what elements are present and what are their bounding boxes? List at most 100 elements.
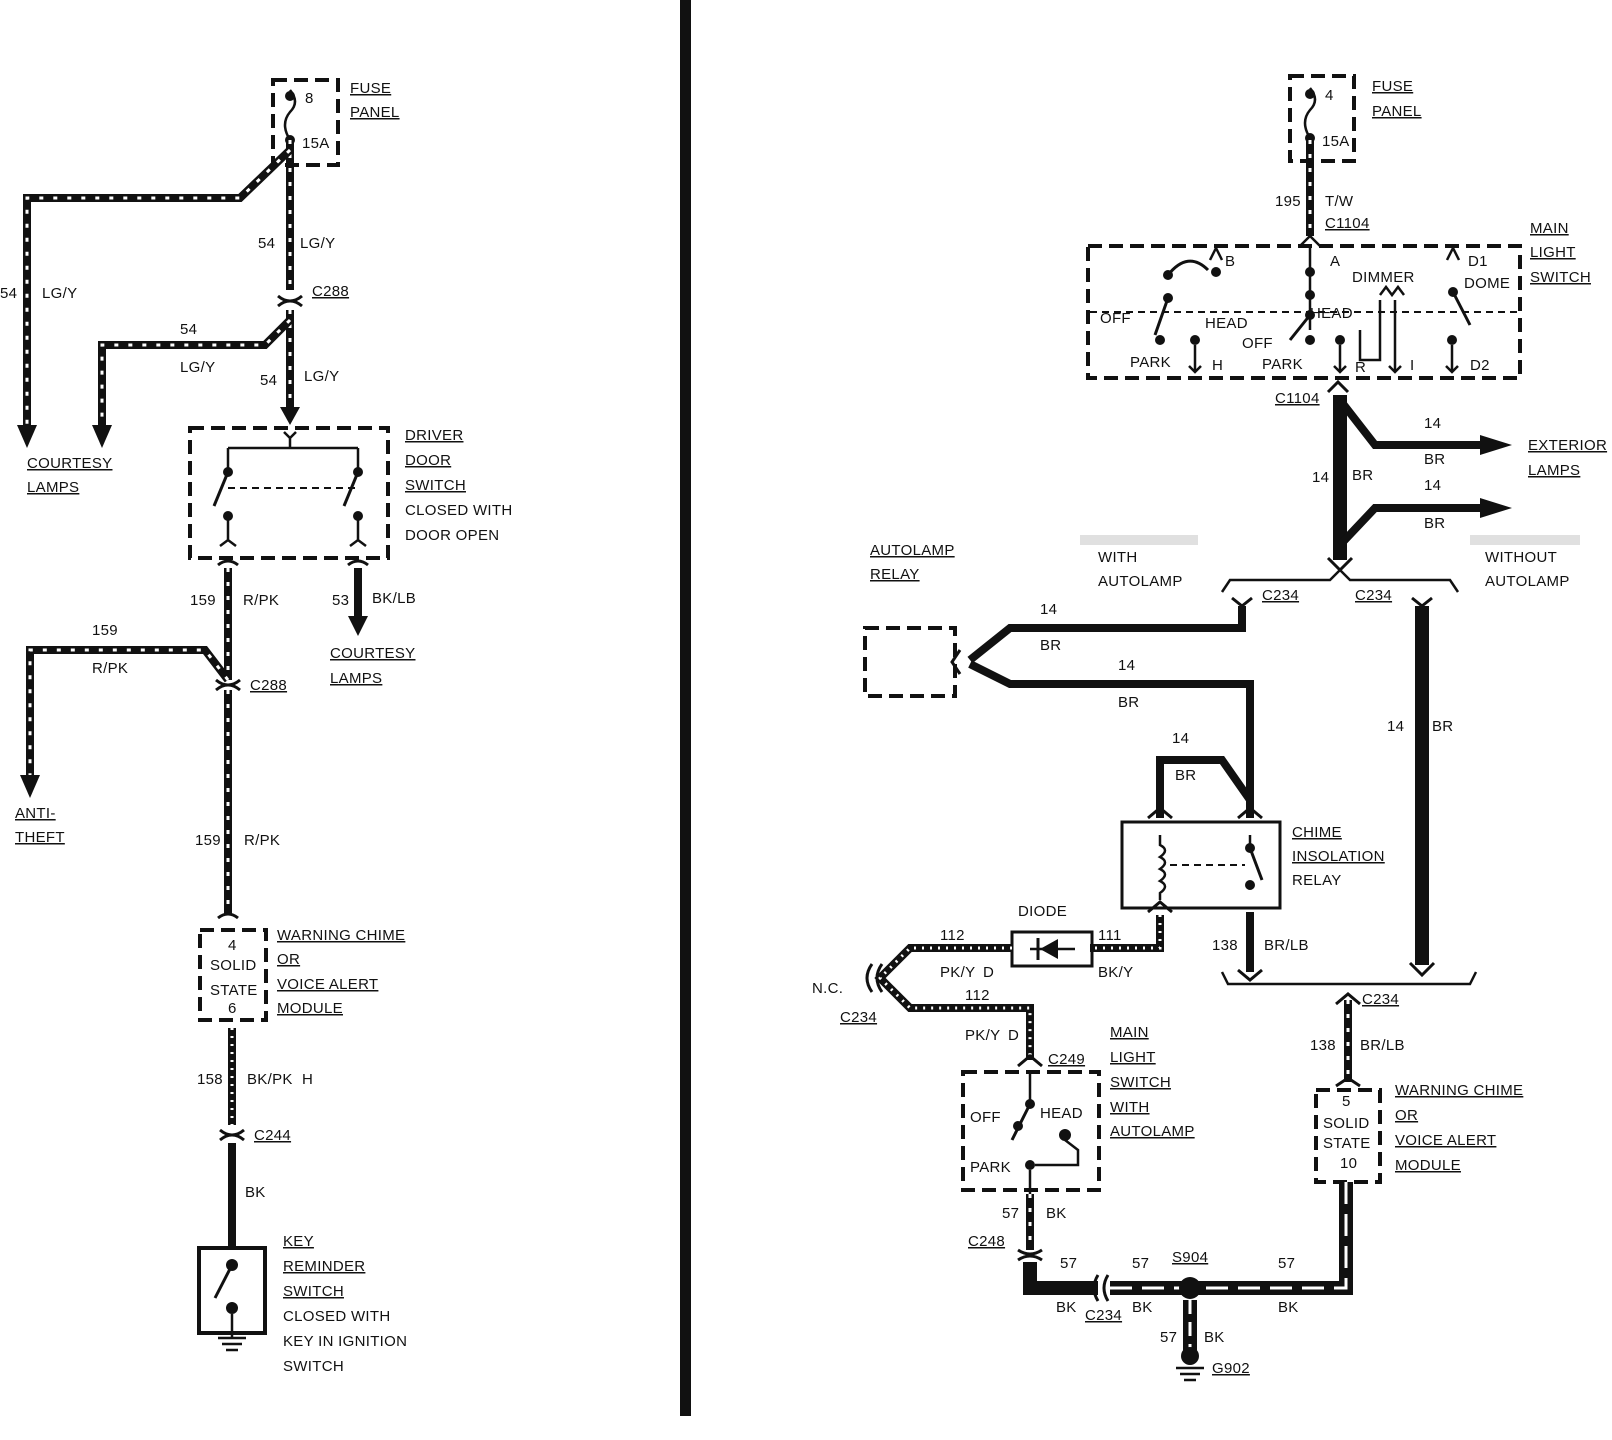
svg-text:DOME: DOME [1464, 275, 1510, 292]
svg-text:BK: BK [1278, 1299, 1299, 1316]
svg-text:SWITCH: SWITCH [283, 1283, 344, 1300]
connector-c244: C244 [219, 1127, 291, 1144]
svg-text:EXTERIOR: EXTERIOR [1528, 437, 1607, 454]
svg-text:15A: 15A [1322, 133, 1350, 150]
svg-text:COURTESY: COURTESY [330, 645, 415, 662]
svg-text:RELAY: RELAY [1292, 872, 1342, 889]
svg-text:BK/PK: BK/PK [247, 1071, 293, 1088]
svg-text:54: 54 [260, 372, 277, 389]
svg-text:DOOR: DOOR [405, 452, 451, 469]
svg-text:N.C.: N.C. [812, 980, 843, 997]
svg-text:HEAD: HEAD [1205, 315, 1248, 332]
svg-text:PK/Y: PK/Y [965, 1027, 1000, 1044]
svg-text:BK: BK [1204, 1329, 1225, 1346]
svg-text:158: 158 [197, 1071, 223, 1088]
connector-c288-top: C288 [277, 283, 349, 308]
svg-text:KEY: KEY [283, 1233, 314, 1250]
svg-text:SWITCH: SWITCH [1530, 269, 1591, 286]
svg-text:AUTOLAMP: AUTOLAMP [1098, 573, 1183, 590]
svg-text:WARNING CHIME: WARNING CHIME [277, 927, 405, 944]
svg-text:14: 14 [1172, 730, 1189, 747]
svg-text:LG/Y: LG/Y [180, 359, 215, 376]
svg-text:14: 14 [1118, 657, 1135, 674]
svg-text:PARK: PARK [1262, 356, 1303, 373]
svg-text:D2: D2 [1470, 357, 1490, 374]
svg-text:C1104: C1104 [1325, 215, 1370, 232]
svg-text:CLOSED WITH: CLOSED WITH [283, 1308, 390, 1325]
svg-text:C234: C234 [1262, 587, 1299, 604]
svg-text:OR: OR [1395, 1107, 1418, 1124]
svg-text:BR: BR [1424, 451, 1445, 468]
svg-text:138: 138 [1212, 937, 1238, 954]
svg-text:112: 112 [940, 927, 965, 944]
svg-text:57: 57 [1278, 1255, 1295, 1272]
svg-text:DIMMER: DIMMER [1352, 269, 1415, 286]
wire-14-autolamp: 14 BR 14 BR [967, 601, 1263, 820]
svg-text:VOICE ALERT: VOICE ALERT [277, 976, 378, 993]
svg-text:SWITCH: SWITCH [1110, 1074, 1171, 1091]
svg-text:LIGHT: LIGHT [1110, 1049, 1156, 1066]
svg-text:4: 4 [1325, 87, 1334, 104]
svg-text:R/PK: R/PK [244, 832, 280, 849]
svg-text:C288: C288 [312, 283, 349, 300]
svg-text:BK: BK [1132, 1299, 1153, 1316]
svg-text:A: A [1330, 253, 1340, 270]
svg-text:195: 195 [1275, 193, 1301, 210]
svg-text:4: 4 [228, 937, 237, 954]
wire-57-ground: 57 BK C248 S904 G902 57 BK 57 BK 57 BK C… [968, 1182, 1353, 1382]
wire-159: 159 R/PK 159 R/PK 159 R/PK [20, 568, 280, 915]
svg-text:BR: BR [1424, 515, 1445, 532]
main-light-switch: B A D1 DIMMER DOME OFF HEAD HEAD OFF PAR… [1086, 220, 1591, 380]
svg-text:CHIME: CHIME [1292, 824, 1342, 841]
svg-text:54: 54 [0, 285, 17, 302]
svg-text:138: 138 [1310, 1037, 1336, 1054]
fuse-panel-label: FUSE [350, 80, 391, 97]
connector-c288-bottom: C288 [215, 677, 287, 694]
svg-text:KEY IN IGNITION: KEY IN IGNITION [283, 1333, 407, 1350]
svg-text:D: D [1008, 1027, 1019, 1044]
svg-text:R/PK: R/PK [243, 592, 279, 609]
svg-text:PK/Y: PK/Y [940, 964, 975, 981]
diode-circuit: DIODE N.C. C234 111 BK/Y 112 PK/Y D 112 … [812, 900, 1173, 1060]
svg-text:PARK: PARK [970, 1159, 1011, 1176]
svg-text:D1: D1 [1468, 253, 1488, 270]
left-circuit: 8 15A FUSE PANEL 54 LG/Y 54 LG/Y 54 LG/Y… [0, 78, 512, 1375]
svg-text:57: 57 [1160, 1329, 1177, 1346]
svg-text:BK: BK [245, 1184, 266, 1201]
svg-text:14: 14 [1424, 415, 1441, 432]
svg-text:53: 53 [332, 592, 349, 609]
svg-text:54: 54 [258, 235, 275, 252]
svg-text:WARNING CHIME: WARNING CHIME [1395, 1082, 1523, 1099]
svg-text:BR/LB: BR/LB [1360, 1037, 1405, 1054]
page-divider [680, 0, 691, 1416]
svg-text:159: 159 [190, 592, 216, 609]
svg-text:10: 10 [1340, 1155, 1357, 1172]
wire-195: 195 T/W C1104 [1275, 140, 1370, 236]
svg-text:112: 112 [965, 987, 990, 1004]
svg-text:14: 14 [1387, 718, 1404, 735]
svg-text:CLOSED WITH: CLOSED WITH [405, 502, 512, 519]
svg-text:14: 14 [1312, 469, 1329, 486]
wire-138: 138 BR/LB C234 138 BR/LB [1212, 912, 1478, 1082]
svg-text:57: 57 [1132, 1255, 1149, 1272]
svg-text:R: R [1355, 359, 1366, 376]
svg-text:SWITCH: SWITCH [283, 1358, 344, 1375]
svg-text:BK/LB: BK/LB [372, 590, 416, 607]
svg-text:SWITCH: SWITCH [405, 477, 466, 494]
svg-text:STATE: STATE [1323, 1135, 1371, 1152]
svg-text:OFF: OFF [1100, 310, 1131, 327]
svg-text:AUTOLAMP: AUTOLAMP [1110, 1123, 1195, 1140]
svg-text:MAIN: MAIN [1110, 1024, 1149, 1041]
svg-text:H: H [1212, 357, 1223, 374]
svg-text:AUTOLAMP: AUTOLAMP [1485, 573, 1570, 590]
warning-chime-module-right: 5 SOLID STATE 10 WARNING CHIME OR VOICE … [1314, 1076, 1523, 1184]
svg-text:14: 14 [1040, 601, 1057, 618]
svg-text:MAIN: MAIN [1530, 220, 1569, 237]
fuse-panel-right: 4 15A FUSE PANEL [1288, 74, 1421, 163]
svg-text:REMINDER: REMINDER [283, 1258, 365, 1275]
svg-text:BR: BR [1118, 694, 1139, 711]
svg-text:14: 14 [1424, 477, 1441, 494]
svg-text:VOICE ALERT: VOICE ALERT [1395, 1132, 1496, 1149]
wire-14-main: 14 BR 14 BR 14 BR EXTERIOR LAMPS [1312, 395, 1607, 573]
svg-text:MODULE: MODULE [277, 1000, 343, 1017]
